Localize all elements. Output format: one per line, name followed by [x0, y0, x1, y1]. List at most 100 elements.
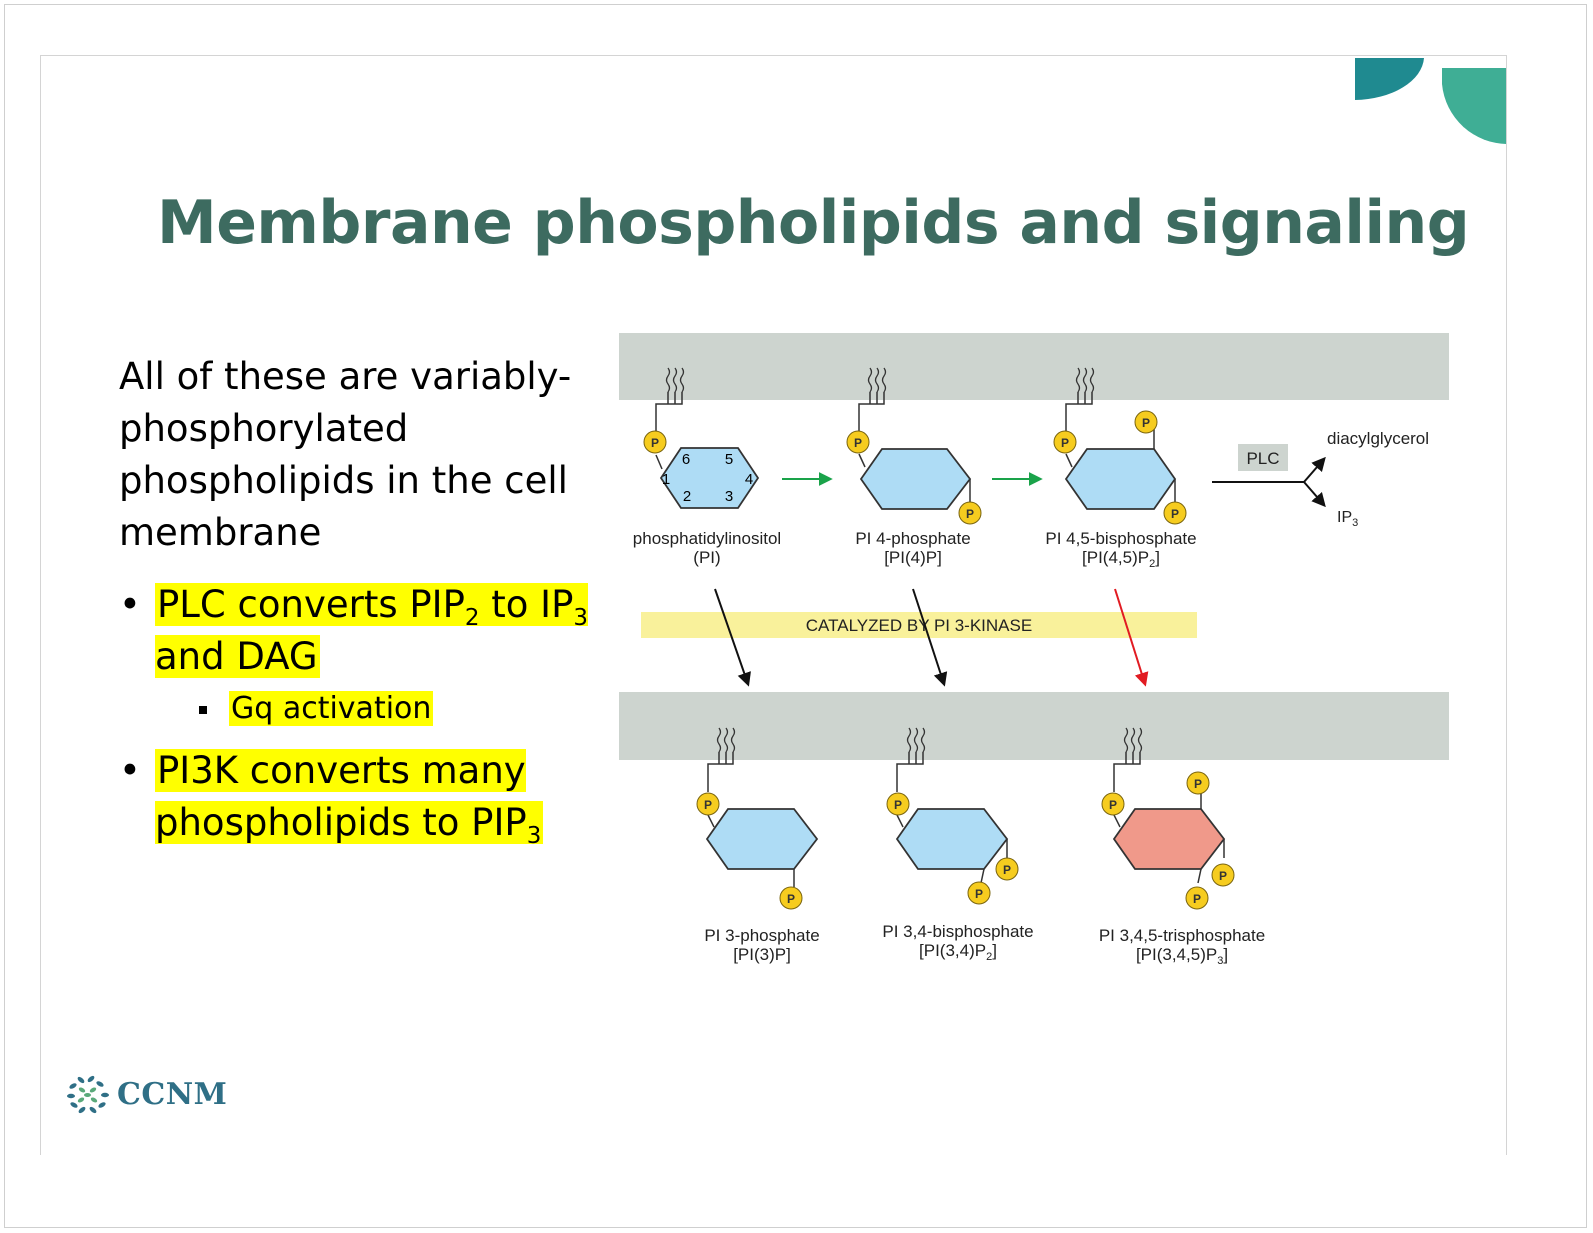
ring-number-4: 4	[745, 471, 753, 488]
product-ip3: IP3	[1337, 509, 1358, 529]
pi3k-arrow-2	[912, 588, 948, 687]
lipid-tails	[906, 727, 926, 753]
phosphate-icon	[1211, 863, 1235, 887]
molecule-pip2: P P P PI 4,5-bisphosphate [PI(4,5)P2]	[1045, 367, 1197, 570]
phosphate-icon	[1185, 886, 1209, 910]
lipid-tails	[716, 727, 736, 753]
phosphate-icon	[1053, 430, 1077, 454]
molecule-abbr: [PI(4,5)P2]	[1082, 548, 1160, 570]
glycerol-linker	[858, 392, 885, 431]
sub-bullet-text: Gq activation	[229, 691, 434, 726]
phosphate-icon	[958, 501, 982, 525]
pi3k-band-label: CATALYZED BY PI 3-KINASE	[806, 616, 1032, 635]
phosphate-icon	[1101, 792, 1125, 816]
linker-to-ring	[655, 454, 663, 470]
svg-text:P: P	[1142, 416, 1150, 430]
molecule-pi34p2: P P P PI 3,4-bisphosphate [PI(3,4)P2]	[882, 727, 1034, 963]
molecule-abbr: [PI(3,4,5)P3]	[1136, 945, 1228, 967]
molecule-name: phosphatidylinositol	[633, 529, 781, 548]
molecule-pi: 6 5 1 4 2 3 P phosphatidylinositol (PI)	[633, 367, 781, 567]
ring-number-5: 5	[725, 451, 733, 468]
molecule-name: PI 3,4,5-trisphosphate	[1099, 926, 1265, 945]
svg-text:P: P	[704, 798, 712, 812]
phosphate-bond	[1197, 793, 1225, 884]
svg-text:P: P	[1109, 798, 1117, 812]
svg-text:P: P	[975, 887, 983, 901]
ring-number-3: 3	[725, 488, 733, 505]
leaf-cluster-icon	[67, 1075, 109, 1114]
svg-text:P: P	[966, 507, 974, 521]
inositol-ring	[705, 808, 819, 870]
linker-to-ring	[1113, 814, 1121, 828]
sub-bullet-gq: Gq activation	[199, 683, 589, 735]
svg-text:P: P	[651, 436, 659, 450]
molecule-name: PI 3,4-bisphosphate	[882, 922, 1033, 941]
phosphate-icon	[1186, 771, 1210, 795]
bullet-plc-text: PLC converts PIP2 to IP3 and DAG	[155, 583, 588, 678]
corner-decoration	[1355, 58, 1506, 144]
linker-to-ring	[707, 814, 715, 828]
phosphate-icon	[1134, 410, 1158, 434]
bullet-pi3k-text: PI3K converts many phospholipids to PIP3	[155, 749, 544, 850]
pi3k-arrow-3	[1114, 588, 1149, 687]
ring-number-1: 1	[662, 471, 670, 488]
logo-text: CCNM	[117, 1076, 228, 1112]
lipid-tails	[1123, 727, 1143, 753]
slide-title: Membrane phospholipids and signaling	[157, 188, 1470, 258]
inositol-ring	[1064, 448, 1177, 510]
svg-text:P: P	[854, 436, 862, 450]
phosphate-icon	[995, 857, 1019, 881]
ccnm-logo: CCNM	[65, 1074, 227, 1114]
phosphate-icon	[886, 792, 910, 816]
phosphate-icon	[643, 430, 667, 454]
molecule-abbr: [PI(4)P]	[884, 548, 942, 567]
svg-text:P: P	[1003, 863, 1011, 877]
linker-to-ring	[858, 453, 866, 468]
glycerol-linker	[655, 392, 683, 431]
plc-label: PLC	[1246, 449, 1279, 468]
phosphate-icon	[1163, 501, 1187, 525]
bullet-marker: •	[119, 583, 141, 626]
plc-reaction: PLC diacylglycerol IP3	[1212, 429, 1429, 529]
ip3-arrow	[1303, 481, 1326, 508]
corner-leaf-teal	[1442, 68, 1506, 144]
square-bullet-marker	[199, 706, 207, 714]
linker-to-ring	[896, 814, 904, 828]
ring-number-2: 2	[683, 488, 691, 505]
lipid-tails	[1075, 367, 1095, 393]
svg-text:P: P	[1194, 777, 1202, 791]
phosphate-icon	[967, 881, 991, 905]
bullet-plc: • PLC converts PIP2 to IP3 and DAG	[119, 579, 589, 683]
molecule-pi3p: P P PI 3-phosphate [PI(3)P]	[696, 727, 820, 964]
svg-text:P: P	[1061, 436, 1069, 450]
molecule-abbr: (PI)	[693, 548, 720, 567]
phosphate-bond	[980, 839, 1008, 884]
plc-label-box	[1238, 444, 1288, 471]
molecule-pi4p: P P PI 4-phosphate [PI(4)P]	[846, 367, 982, 567]
svg-text:P: P	[1193, 892, 1201, 906]
page-frame	[4, 4, 1587, 1228]
phosphate-icon	[779, 886, 803, 910]
pi3k-arrow-1	[714, 588, 751, 687]
inositol-ring	[659, 447, 760, 509]
pi3k-band	[641, 612, 1197, 638]
svg-text:P: P	[894, 798, 902, 812]
intro-text: All of these are variably-phosphorylated…	[119, 355, 572, 554]
molecule-name: PI 3-phosphate	[704, 926, 819, 945]
bullet-marker: •	[119, 749, 141, 792]
inositol-ring	[859, 448, 972, 510]
lipid-tails	[867, 367, 887, 393]
ring-number-6: 6	[682, 451, 690, 468]
inositol-ring	[1112, 808, 1226, 870]
phosphate-icon	[696, 792, 720, 816]
product-dag: diacylglycerol	[1327, 429, 1429, 448]
phosphate-bond	[1153, 429, 1176, 502]
molecule-pip3: P P P P PI 3,4,5-trisphosphate [PI(3,4,5…	[1099, 727, 1265, 967]
glycerol-linker	[1113, 752, 1141, 792]
lipid-tails	[665, 367, 685, 393]
svg-text:P: P	[1219, 869, 1227, 883]
svg-text:P: P	[1171, 507, 1179, 521]
molecule-abbr: [PI(3)P]	[733, 945, 791, 964]
corner-leaf-dark	[1355, 58, 1424, 100]
glycerol-linker	[896, 752, 924, 792]
